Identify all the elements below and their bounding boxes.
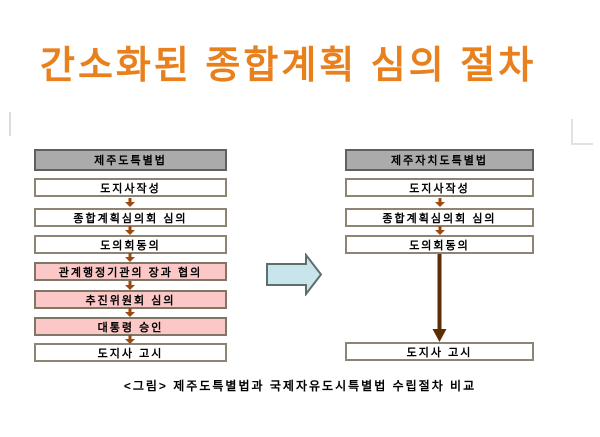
right-step-box-1: 도지사작성 [345,178,534,197]
left-step-box-5: 추진위원회 심의 [34,290,227,309]
placeholder-mark-left [9,112,11,136]
down-arrow-icon [434,198,446,207]
down-arrow-icon [124,198,136,207]
left-step-box-4: 관계행정기관의 장과 협의 [34,262,227,281]
right-header-box: 제주자치도특별법 [345,149,534,171]
left-step-box-7: 도지사 고시 [34,343,227,362]
down-arrow-icon [434,226,446,235]
left-step-box-2: 종합계획심의회 심의 [34,208,227,227]
transform-right-arrow-icon [265,252,324,297]
right-step-box-2: 종합계획심의회 심의 [345,208,534,227]
left-header-box: 제주도특별법 [34,149,227,171]
left-step-box-6: 대통령 승인 [34,317,227,336]
figure-caption: <그림> 제주도특별법과 국제자유도시특별법 수립절차 비교 [123,379,477,393]
right-step-box-4: 도지사 고시 [345,342,534,361]
down-arrow-icon [124,308,136,317]
long-down-arrow-icon [431,254,448,342]
right-step-box-3: 도의회동의 [345,235,534,254]
down-arrow-icon [124,335,136,344]
left-step-box-1: 도지사작성 [34,178,227,197]
placeholder-corner-mark-right [571,119,593,145]
left-step-box-3: 도의회동의 [34,235,227,254]
slide-title: 간소화된 종합계획 심의 절차 [40,45,537,87]
down-arrow-icon [124,281,136,290]
down-arrow-icon [124,253,136,262]
down-arrow-icon [124,226,136,235]
